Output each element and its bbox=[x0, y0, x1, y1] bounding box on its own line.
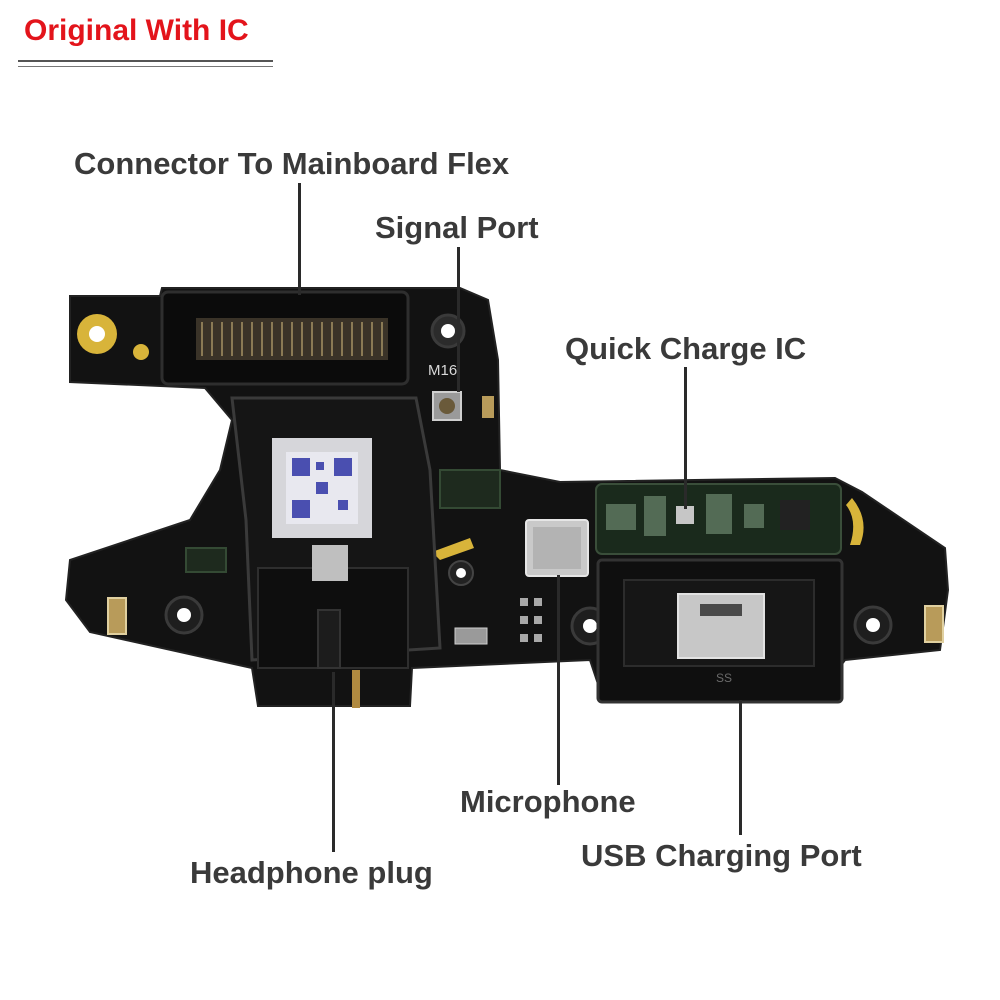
side-pad-right bbox=[924, 605, 944, 643]
smd-component bbox=[454, 627, 488, 645]
smd-component bbox=[482, 396, 494, 418]
leader-connector bbox=[298, 183, 301, 295]
silk-mark: M16 bbox=[428, 362, 457, 379]
badge-underline-thin bbox=[18, 66, 273, 67]
label-connector: Connector To Mainboard Flex bbox=[74, 146, 510, 181]
usb-port-connector bbox=[677, 593, 765, 659]
leader-quick-charge bbox=[684, 367, 687, 509]
leader-microphone bbox=[557, 575, 560, 785]
smd-component bbox=[439, 469, 501, 509]
connector-pins bbox=[201, 322, 383, 356]
gold-corner-pad bbox=[432, 538, 474, 560]
side-pad-left bbox=[107, 597, 127, 635]
leader-headphone bbox=[332, 672, 335, 852]
badge-title: Original With IC bbox=[24, 14, 249, 47]
headphone-pin bbox=[352, 670, 360, 708]
label-headphone: Headphone plug bbox=[190, 855, 433, 890]
label-quick-charge: Quick Charge IC bbox=[565, 331, 807, 366]
label-usb-port: USB Charging Port bbox=[581, 838, 862, 873]
badge-underline bbox=[18, 60, 273, 62]
port-mark: SS bbox=[716, 671, 732, 685]
gold-edge-pad bbox=[846, 498, 864, 545]
label-signal-port: Signal Port bbox=[375, 210, 539, 245]
smd-component bbox=[185, 547, 227, 573]
gold-pad bbox=[133, 344, 149, 360]
label-microphone: Microphone bbox=[460, 784, 636, 819]
smd-pads bbox=[520, 598, 542, 642]
leader-usb-port bbox=[739, 700, 742, 835]
ic-components bbox=[606, 494, 810, 536]
header-badge: Original With IC bbox=[18, 10, 273, 70]
leader-signal-port bbox=[457, 247, 460, 392]
